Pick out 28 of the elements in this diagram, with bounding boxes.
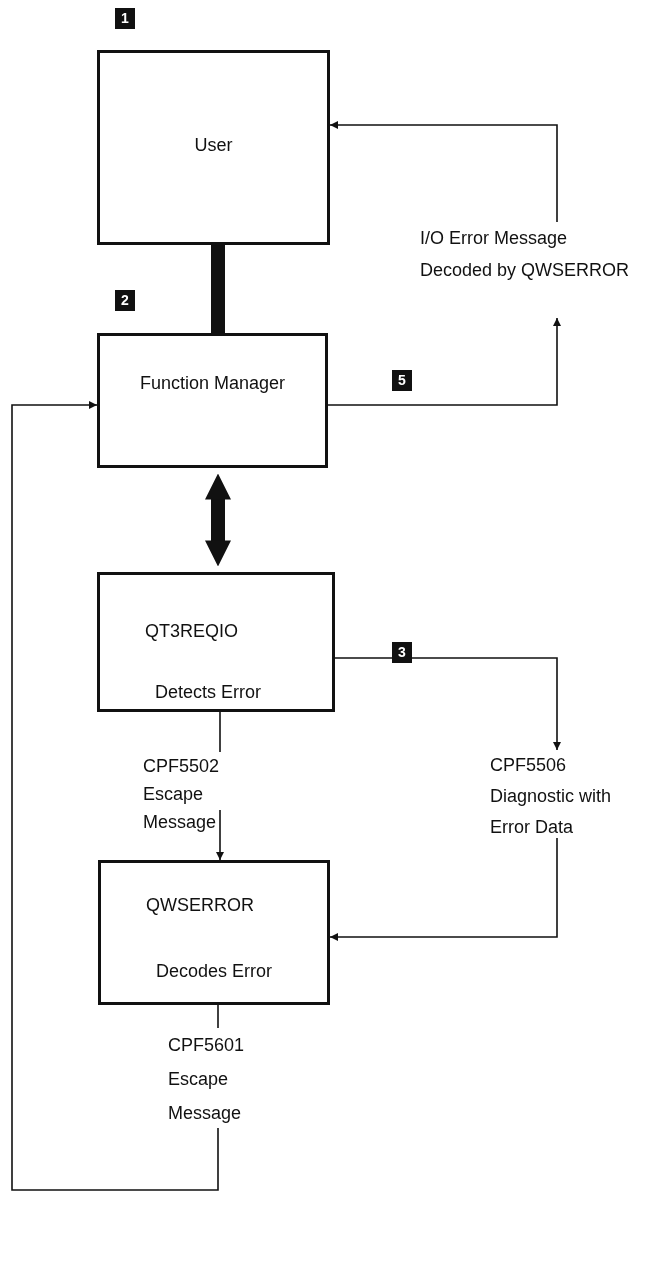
arrow [334,657,561,751]
process-box [98,860,330,1005]
connector-line [219,711,221,753]
arrow [327,317,561,406]
box-label: Detects Error [155,681,262,704]
connector-line [217,1004,219,1029]
annotation-text: I/O Error Message Decoded by QWSERROR [420,227,631,282]
annotation-text: CPF5601 Escape Message [168,1034,246,1125]
annotation-text: CPF5502 Escape Message [143,755,221,834]
callout-number: 5 [392,370,412,391]
thick-connector [211,245,225,333]
callout-number: 3 [392,642,412,663]
arrow [11,401,219,1191]
arrow [329,837,558,941]
box-label: Decodes Error [156,960,273,983]
box-title: QWSERROR [146,894,254,917]
annotation-text: CPF5506 Diagnostic with Error Data [490,754,613,839]
box-label: Function Manager [138,372,287,395]
box-title: QT3REQIO [145,620,238,643]
thick-arrow [205,473,231,567]
arrow [329,121,558,223]
process-box [97,50,330,245]
process-box [97,572,335,712]
box-label: User [193,134,234,157]
process-box [97,333,328,468]
callout-number: 2 [115,290,135,311]
callout-number: 1 [115,8,135,29]
arrow [216,809,224,861]
